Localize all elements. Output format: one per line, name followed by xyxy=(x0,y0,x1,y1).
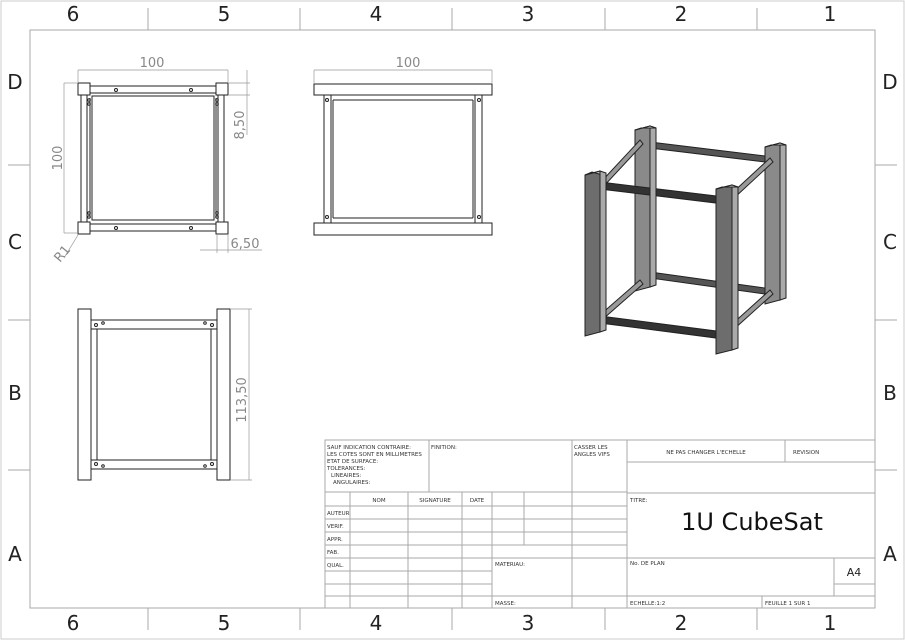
zone-dividers xyxy=(8,8,897,630)
zone-col-label: 2 xyxy=(675,2,688,26)
casser-label: ANGLES VIFS xyxy=(574,452,610,458)
zone-col-label: 1 xyxy=(824,611,837,635)
no-plan-label: No. DE PLAN xyxy=(630,561,665,567)
dim-side-height: 113,50 xyxy=(235,377,250,423)
zone-col-label: 6 xyxy=(67,611,80,635)
row-label-fab: FAB. xyxy=(327,550,339,556)
dim-top-width: 100 xyxy=(140,56,165,71)
side-view: 113,50 xyxy=(77,308,252,481)
sheet-label: FEUILLE 1 SUR 1 xyxy=(765,601,810,607)
zone-col-label: 6 xyxy=(67,2,80,26)
zone-col-label: 4 xyxy=(370,2,383,26)
zone-labels-bottom: 6 5 4 3 2 1 xyxy=(67,611,837,635)
front-view: 100 xyxy=(313,56,493,236)
dim-corner-offset: 8,50 xyxy=(233,111,248,140)
scale-label: ECHELLE:1:2 xyxy=(630,601,665,607)
dim-front-width: 100 xyxy=(396,56,421,71)
zone-col-label: 2 xyxy=(675,611,688,635)
note-line: LES COTES SONT EN MILLIMETRES xyxy=(327,452,422,458)
masse-label: MASSE: xyxy=(495,601,516,607)
row-label-verif: VERIF. xyxy=(327,524,344,530)
zone-row-label: B xyxy=(883,381,897,405)
zone-row-label: A xyxy=(883,542,897,566)
zone-row-label: D xyxy=(7,70,22,94)
title-block-grid xyxy=(324,439,876,609)
zone-row-label: C xyxy=(8,230,22,254)
zone-labels-top: 6 5 4 3 2 1 xyxy=(67,2,837,26)
row-label-auteur: AUTEUR xyxy=(327,511,350,517)
note-line: SAUF INDICATION CONTRAIRE: xyxy=(327,445,411,451)
dim-corner-width: 6,50 xyxy=(231,237,260,252)
zone-row-label: A xyxy=(8,542,22,566)
title-block: SAUF INDICATION CONTRAIRE: LES COTES SON… xyxy=(326,445,861,607)
header-signature: SIGNATURE xyxy=(419,498,451,504)
revision-label: REVISION xyxy=(793,450,819,456)
note-line: ANGULAIRES: xyxy=(333,480,371,486)
zone-col-label: 4 xyxy=(370,611,383,635)
casser-label: CASSER LES xyxy=(574,445,608,451)
drawing-title: 1U CubeSat xyxy=(681,508,823,536)
finition-label: FINITION: xyxy=(431,445,457,451)
header-nom: NOM xyxy=(372,498,385,504)
row-label-qual: QUAL. xyxy=(327,563,344,569)
note-line: LINEAIRES: xyxy=(331,473,361,479)
note-line: TOLERANCES: xyxy=(326,466,366,472)
top-view: 100 100 8,50 6,50 R1 xyxy=(51,56,262,266)
header-date: DATE xyxy=(470,498,485,504)
note-line: ETAT DE SURFACE: xyxy=(327,459,378,465)
row-label-appr: APPR. xyxy=(327,537,343,543)
scale-warning: NE PAS CHANGER L'ECHELLE xyxy=(666,450,746,456)
zone-row-label: B xyxy=(8,381,22,405)
format-label: A4 xyxy=(847,566,862,579)
materiau-label: MATERIAU: xyxy=(495,562,525,568)
zone-col-label: 3 xyxy=(522,2,535,26)
zone-col-label: 5 xyxy=(218,2,231,26)
titre-label: TITRE: xyxy=(629,498,648,504)
zone-row-label: D xyxy=(882,70,897,94)
zone-row-label: C xyxy=(883,230,897,254)
isometric-view xyxy=(584,125,787,355)
zone-col-label: 3 xyxy=(522,611,535,635)
dim-top-height: 100 xyxy=(51,146,66,171)
zone-labels-right: D C B A xyxy=(882,70,897,566)
zone-col-label: 1 xyxy=(824,2,837,26)
zone-col-label: 5 xyxy=(218,611,231,635)
dim-radius: R1 xyxy=(52,243,75,266)
zone-labels-left: D C B A xyxy=(7,70,22,566)
